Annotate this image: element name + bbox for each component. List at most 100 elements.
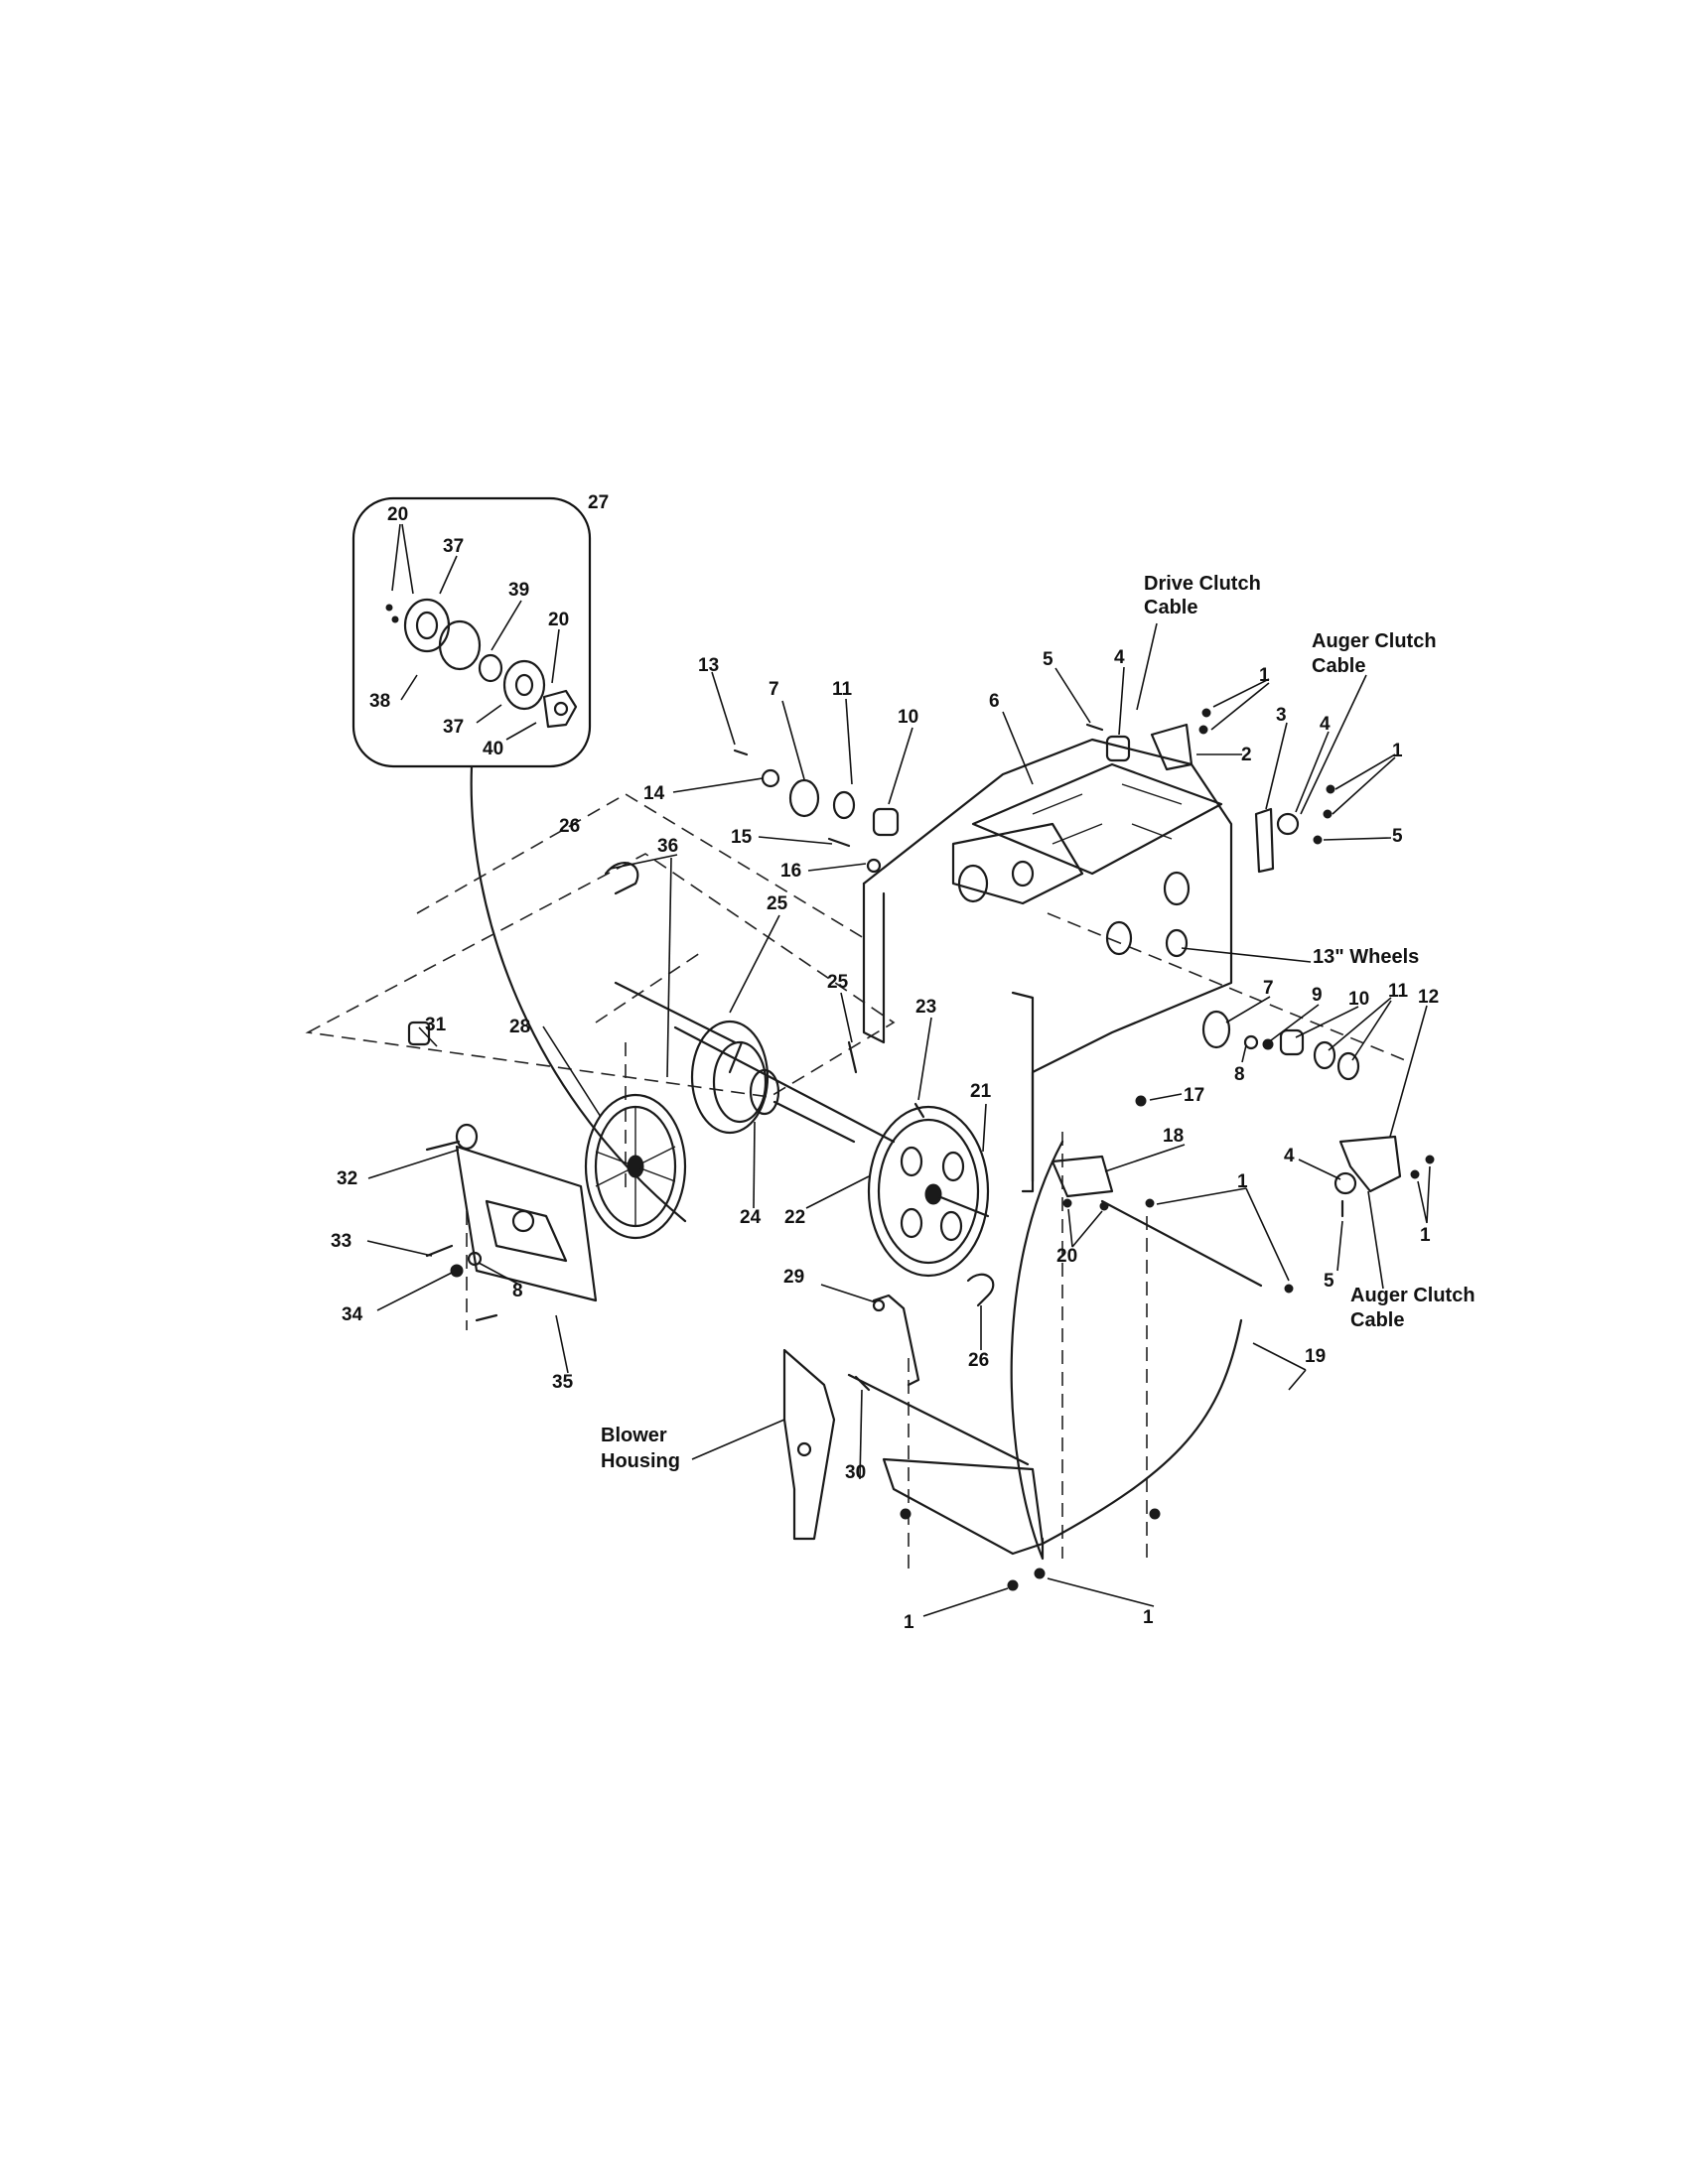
- leader-18: [1104, 1144, 1186, 1172]
- dash-outline-axle: [416, 793, 865, 939]
- clutch-rod-19: [1100, 1199, 1263, 1288]
- leader-4-top: [1118, 666, 1125, 736]
- part-5-bolt-right: [1313, 835, 1323, 845]
- part-8-washer-right: [1243, 1034, 1259, 1050]
- dash-shaft-link: [595, 952, 701, 1024]
- main-frame: [862, 738, 1233, 1193]
- shaft-hub: [749, 1068, 780, 1116]
- shaft-36: [614, 981, 737, 1044]
- callout-15: 15: [731, 827, 753, 848]
- part-8-washer-left: [467, 1251, 483, 1267]
- leader-8-right: [1241, 1044, 1247, 1063]
- callout-33: 33: [331, 1231, 351, 1252]
- callout-27: 27: [588, 492, 609, 513]
- frame-bore-1: [957, 864, 989, 903]
- part-33-spring: [425, 1244, 454, 1258]
- part-11-washer-right-a: [1313, 1040, 1336, 1070]
- leader-30: [859, 1389, 863, 1480]
- part-11-washer-right-b: [1336, 1051, 1360, 1081]
- callout-5-right: 5: [1392, 826, 1403, 847]
- hex-shaft: [772, 1100, 856, 1144]
- right-brackets: [1085, 708, 1335, 874]
- inset-retaining-ring: [438, 619, 482, 671]
- callout-29: 29: [783, 1267, 804, 1288]
- leader-5-bottom: [1336, 1220, 1343, 1272]
- part-1-bolt-bl-a: [900, 1508, 912, 1520]
- label-blower-housing-line2: Housing: [601, 1450, 680, 1472]
- callout-38: 38: [369, 691, 390, 712]
- part-13-bolt: [733, 749, 749, 756]
- callout-7-top: 7: [769, 679, 779, 700]
- bracket-plate: [782, 1348, 836, 1541]
- leader-22: [805, 1175, 870, 1209]
- callout-4-top: 4: [1114, 647, 1125, 668]
- frame-bore-3: [1105, 920, 1133, 956]
- small-parts-top: [604, 749, 925, 1119]
- part-16-clip: [866, 858, 882, 874]
- friction-disc-inner: [712, 1040, 768, 1124]
- pulley-assembly: [584, 1093, 687, 1240]
- frame-upper-deck: [971, 762, 1223, 876]
- callout-numbers: 27 20 37 39 20 38 37 40 13 7 11 10 6 14 …: [331, 492, 1439, 1633]
- callout-2: 2: [1241, 745, 1252, 765]
- drive-shaft-assembly: [614, 981, 896, 1144]
- part-10-gear-right: [1279, 1028, 1305, 1056]
- leader-20: [1067, 1208, 1103, 1248]
- frame-vertical-bar: [1011, 991, 1035, 1193]
- chute-assembly: [882, 1140, 1263, 1561]
- part-10-gear-top: [872, 807, 900, 837]
- callout-5-top: 5: [1043, 649, 1053, 670]
- callout-26-bottom: 26: [968, 1350, 989, 1371]
- callout-11-top: 11: [832, 679, 853, 700]
- inset-leaders: [391, 523, 560, 741]
- part-20-nut-b: [1099, 1201, 1109, 1211]
- drive-shaft: [673, 1025, 896, 1144]
- inset-screw-2: [391, 615, 399, 623]
- leader-11-right: [1328, 997, 1392, 1061]
- left-plate-hole: [511, 1209, 535, 1233]
- bracket-link-rod: [847, 1373, 1030, 1466]
- callout-25-top: 25: [767, 893, 788, 914]
- dash-outline-left-plate: [305, 853, 896, 1098]
- gear-cutout-1: [900, 1146, 923, 1177]
- part-32-bushing: [455, 1123, 479, 1151]
- label-auger-clutch-cable-bottom-line2: Cable: [1350, 1309, 1404, 1331]
- callout-10-top: 10: [898, 707, 918, 728]
- leader-21: [982, 1103, 987, 1153]
- leader-9: [1270, 1004, 1320, 1041]
- inset-bearing-assembly: [351, 496, 687, 1223]
- leader-7-right: [1225, 996, 1271, 1024]
- callout-20-inset-right: 20: [548, 610, 569, 630]
- inset-housing-hole: [553, 701, 569, 717]
- callout-12: 12: [1418, 987, 1439, 1008]
- leader-11-top: [845, 698, 853, 785]
- assembly-dashed-lines: [305, 793, 1411, 1569]
- callout-26-top: 26: [559, 816, 580, 837]
- leader-14: [672, 777, 764, 793]
- part-17-nut: [1135, 1095, 1147, 1107]
- callout-1-right: 1: [1392, 741, 1403, 761]
- label-auger-clutch-cable-bottom-line1: Auger Clutch: [1350, 1285, 1475, 1306]
- callout-25-mid: 25: [827, 972, 849, 993]
- leader-5-top: [1054, 667, 1091, 724]
- callout-6: 6: [989, 691, 1000, 712]
- leader-1-mid: [1156, 1187, 1290, 1282]
- part-9-nut: [1262, 1038, 1274, 1050]
- chute-base-plate: [882, 1457, 1045, 1556]
- callout-1-bottom-left: 1: [904, 1612, 914, 1633]
- lower-linkage: [854, 1273, 1161, 1591]
- leader-1-right: [1332, 753, 1396, 815]
- part-35-spring: [475, 1313, 498, 1322]
- part-1-bolt-g: [1145, 1198, 1155, 1208]
- leader-blower-housing: [691, 1419, 785, 1460]
- leader-10-top: [888, 727, 913, 805]
- gear-cutout-3: [900, 1207, 923, 1239]
- label-drive-clutch-cable-line1: Drive Clutch: [1144, 573, 1261, 595]
- part-32-shaft: [425, 1140, 461, 1152]
- pulley-spokes: [595, 1107, 676, 1226]
- part-1-bolt-a: [1201, 708, 1211, 718]
- leader-1-bottom-left: [922, 1587, 1009, 1617]
- leader-28: [542, 1025, 602, 1118]
- leader-4-bottom: [1298, 1159, 1341, 1180]
